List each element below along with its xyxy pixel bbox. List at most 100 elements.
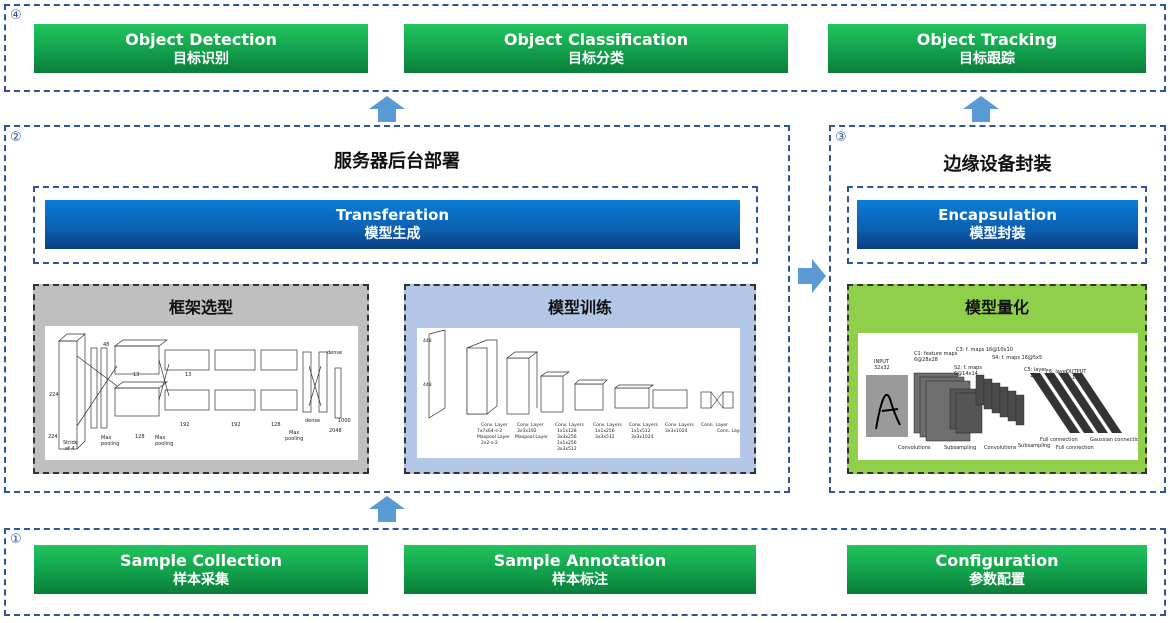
configuration-label-zh: 参数配置 [969, 571, 1025, 588]
right-arrow-icon [798, 259, 826, 293]
configuration-label: Configuration [935, 550, 1059, 570]
svg-text:pooling: pooling [155, 441, 173, 447]
svg-text:Full connection: Full connection [1056, 445, 1094, 451]
quantization-title: 模型量化 [964, 298, 1029, 317]
svg-text:1x1x256: 1x1x256 [595, 428, 615, 434]
output-section [4, 4, 1166, 92]
server-section [4, 125, 790, 493]
svg-text:3x3x1024: 3x3x1024 [665, 428, 688, 434]
svg-text:Maxpool Layer: Maxpool Layer [477, 434, 510, 440]
svg-text:Subsampling: Subsampling [944, 445, 976, 451]
configuration-box[interactable]: Configuration 参数配置 [847, 545, 1147, 594]
svg-text:Conv. Layers: Conv. Layers [593, 422, 622, 428]
svg-text:Convolutions: Convolutions [898, 445, 931, 451]
svg-text:48: 48 [103, 342, 109, 348]
svg-text:224: 224 [48, 434, 58, 440]
svg-text:3x3x512: 3x3x512 [557, 446, 577, 452]
svg-text:Conv. Layer: Conv. Layer [517, 422, 544, 428]
svg-text:3x3x1024: 3x3x1024 [631, 434, 654, 440]
transferation-label: Transferation [335, 206, 450, 224]
edge-title: 边缘设备封装 [943, 154, 1052, 175]
sample-annotation-label: Sample Annotation [493, 550, 667, 570]
svg-text:13: 13 [185, 372, 191, 378]
svg-text:128: 128 [271, 422, 281, 428]
svg-text:dense: dense [327, 350, 342, 356]
svg-text:of 4: of 4 [65, 446, 75, 452]
transfer-container [33, 186, 758, 264]
transferation-box[interactable]: Transferation 模型生成 [45, 200, 740, 249]
sample-collection-box[interactable]: Sample Collection 样本采集 [34, 545, 368, 594]
up-arrow-icon [369, 496, 405, 522]
svg-text:INPUT: INPUT [874, 359, 890, 365]
svg-text:F6: layer: F6: layer [1046, 369, 1069, 375]
svg-text:2048: 2048 [329, 428, 342, 434]
svg-text:1x1x512: 1x1x512 [631, 428, 651, 434]
svg-text:120: 120 [1030, 373, 1040, 379]
up-arrow-icon [963, 96, 999, 122]
svg-text:84: 84 [1048, 375, 1054, 381]
svg-text:Convolutions: Convolutions [984, 445, 1017, 451]
svg-text:Full connection: Full connection [1040, 437, 1078, 443]
svg-text:Conn. Layer: Conn. Layer [701, 422, 728, 428]
sample-annotation-box[interactable]: Sample Annotation 样本标注 [404, 545, 756, 594]
section-number-3: ③ [835, 130, 847, 145]
encapsulation-label: Encapsulation [938, 206, 1057, 224]
object-tracking-box[interactable]: Object Tracking 目标跟踪 [828, 24, 1146, 73]
object-classification-label-zh: 目标分类 [568, 50, 624, 67]
svg-text:128: 128 [135, 434, 145, 440]
svg-text:192: 192 [180, 422, 190, 428]
svg-text:3x3x512: 3x3x512 [595, 434, 615, 440]
encapsulation-box[interactable]: Encapsulation 模型封装 [857, 200, 1138, 249]
svg-text:pooling: pooling [285, 436, 303, 442]
svg-text:dense: dense [305, 418, 320, 424]
section-number-2: ② [10, 130, 22, 145]
svg-text:Conv. Layers: Conv. Layers [555, 422, 584, 428]
input-section [4, 528, 1166, 616]
svg-text:C3: f. maps 16@10x10: C3: f. maps 16@10x10 [956, 347, 1013, 353]
svg-text:1x1x128: 1x1x128 [557, 428, 577, 434]
svg-text:1x1x256: 1x1x256 [557, 440, 577, 446]
server-title: 服务器后台部署 [334, 151, 460, 172]
object-detection-label-zh: 目标识别 [173, 50, 229, 67]
svg-text:Stride: Stride [63, 440, 78, 446]
svg-text:1000: 1000 [338, 418, 351, 424]
sample-collection-label: Sample Collection [120, 550, 282, 570]
sample-collection-label-zh: 样本采集 [173, 571, 229, 588]
svg-text:448: 448 [423, 382, 432, 388]
svg-text:6@28x28: 6@28x28 [914, 357, 938, 363]
transferation-label-zh: 模型生成 [364, 226, 421, 242]
svg-text:32x32: 32x32 [874, 365, 890, 371]
svg-text:Max: Max [155, 435, 165, 441]
encapsulation-label-zh: 模型封装 [969, 226, 1026, 242]
svg-text:Conv. Layers: Conv. Layers [629, 422, 658, 428]
svg-text:Conv. Layers: Conv. Layers [665, 422, 694, 428]
section-number-1: ① [10, 532, 22, 547]
svg-text:S2: f. maps: S2: f. maps [954, 365, 982, 371]
object-classification-box[interactable]: Object Classification 目标分类 [404, 24, 788, 73]
sample-annotation-label-zh: 样本标注 [552, 571, 608, 588]
object-tracking-label-zh: 目标跟踪 [959, 50, 1015, 67]
svg-text:Gaussian connections: Gaussian connections [1090, 437, 1138, 443]
encapsulation-container [847, 186, 1147, 264]
object-detection-label: Object Detection [125, 29, 277, 49]
object-detection-box[interactable]: Object Detection 目标识别 [34, 24, 368, 73]
object-classification-label: Object Classification [503, 29, 689, 49]
svg-text:10: 10 [1072, 375, 1078, 381]
svg-text:pooling: pooling [101, 441, 119, 447]
svg-text:Conv. Layer: Conv. Layer [481, 422, 508, 428]
svg-text:224: 224 [49, 392, 59, 398]
edge-section [829, 125, 1166, 493]
svg-text:Subsampling: Subsampling [1018, 443, 1050, 449]
svg-text:S4: f. maps 16@5x5: S4: f. maps 16@5x5 [992, 355, 1042, 361]
svg-text:3x3x256: 3x3x256 [557, 434, 577, 440]
svg-text:OUTPUT: OUTPUT [1066, 369, 1087, 375]
svg-text:Maxpool Layer: Maxpool Layer [515, 434, 548, 440]
section-number-4: ④ [10, 8, 22, 23]
svg-text:3x3x192: 3x3x192 [517, 428, 537, 434]
